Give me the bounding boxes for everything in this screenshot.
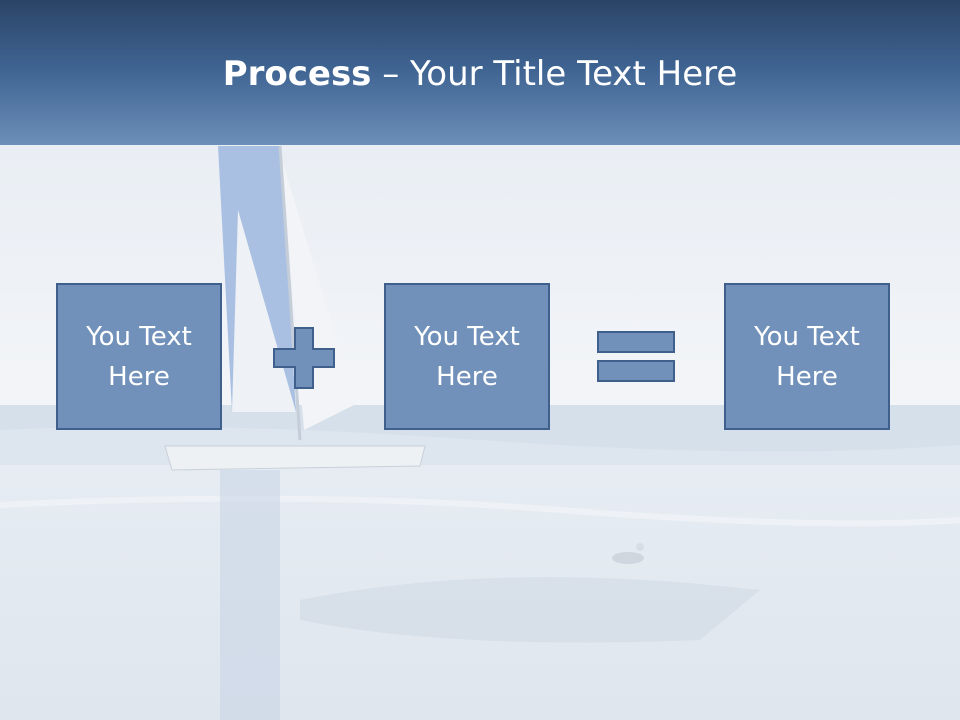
text-box-1: You Text Here bbox=[56, 283, 222, 430]
plus-icon bbox=[273, 327, 335, 389]
title-rest-text: – Your Title Text Here bbox=[371, 54, 738, 94]
slide-title: Process – Your Title Text Here bbox=[0, 52, 960, 96]
title-bold-text: Process bbox=[222, 54, 372, 94]
header-bar bbox=[0, 0, 960, 145]
text-box-3-label: You Text Here bbox=[754, 321, 860, 392]
text-box-2-label: You Text Here bbox=[414, 321, 520, 392]
text-box-3: You Text Here bbox=[724, 283, 890, 430]
text-box-2: You Text Here bbox=[384, 283, 550, 430]
text-box-1-label: You Text Here bbox=[86, 321, 192, 392]
equals-icon bbox=[597, 331, 675, 382]
